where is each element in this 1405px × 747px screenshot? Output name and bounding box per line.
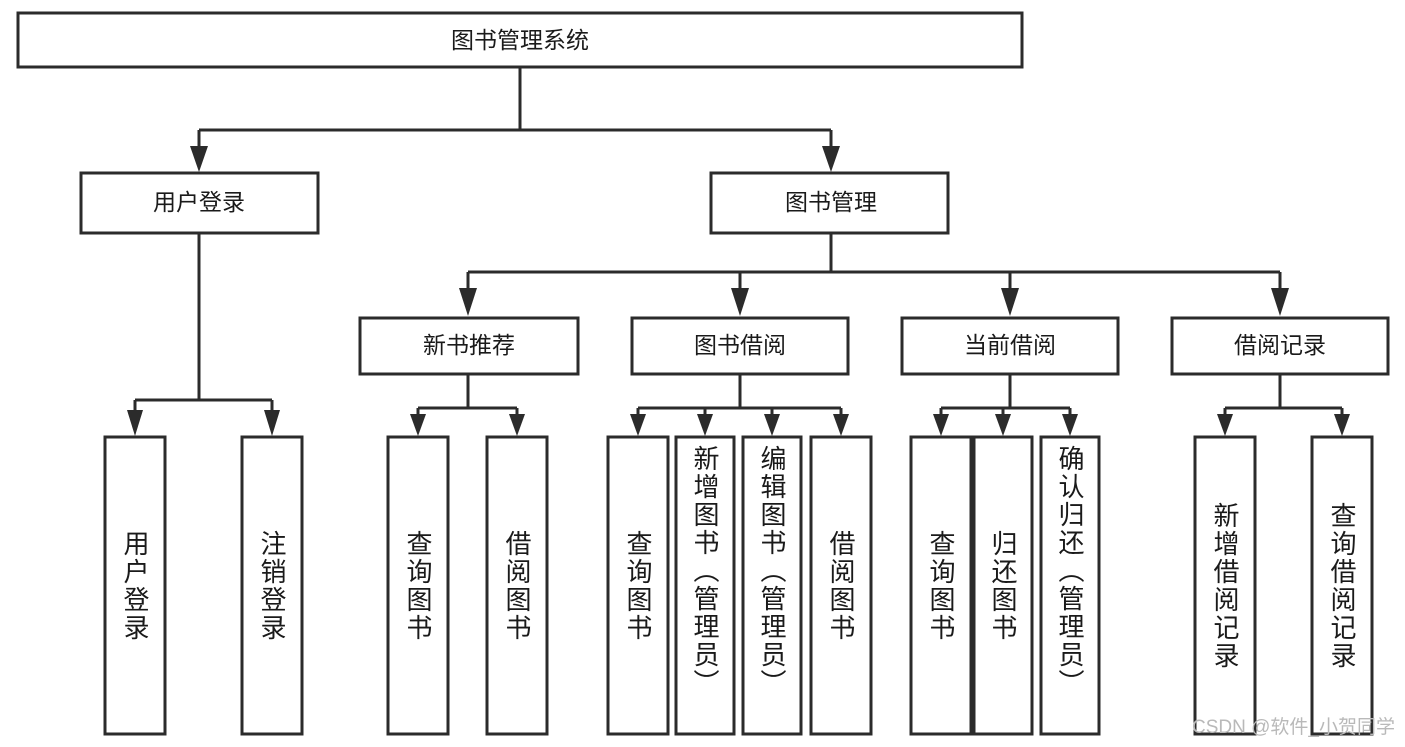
arrow-head-icon (1001, 288, 1019, 316)
arrow-head-icon (731, 288, 749, 316)
node-user-login[interactable]: 用户登录 (79, 171, 320, 235)
arrow-head-icon (1217, 414, 1233, 436)
node-leaf-query-book-1[interactable] (386, 435, 450, 736)
node-label: 借阅记录 (1234, 332, 1326, 358)
node-new-book-rec[interactable]: 新书推荐 (358, 316, 580, 376)
connector-currentborrow-to-leaves (933, 375, 1078, 436)
node-label: 图书管理系统 (451, 27, 589, 53)
node-leaf-add-book[interactable] (674, 435, 736, 736)
node-box[interactable] (741, 435, 803, 736)
node-box[interactable] (485, 435, 549, 736)
node-label: 图书管理 (785, 189, 877, 215)
arrow-head-icon (509, 414, 525, 436)
arrow-head-icon (995, 414, 1011, 436)
node-box[interactable] (900, 316, 1120, 376)
connector-borrowrecord-to-leaves (1217, 375, 1350, 436)
node-leaf-user-login[interactable] (103, 435, 167, 736)
node-leaf-edit-book[interactable] (741, 435, 803, 736)
arrow-head-icon (459, 288, 477, 316)
node-box[interactable] (1170, 316, 1390, 376)
node-leaf-query-record[interactable] (1310, 435, 1374, 736)
node-box[interactable] (709, 171, 950, 235)
connector-newbook-to-leaves (410, 375, 525, 436)
node-leaf-add-record[interactable] (1193, 435, 1257, 736)
node-box[interactable] (358, 316, 580, 376)
watermark-text: CSDN @软件_小贺同学 (1192, 717, 1395, 738)
arrow-head-icon (190, 146, 208, 172)
node-label: 图书借阅 (694, 332, 786, 358)
connector-bookmanage-to-level3 (459, 234, 1289, 316)
node-label: 用户登录 (153, 189, 245, 215)
arrow-head-icon (410, 414, 426, 436)
arrow-head-icon (764, 414, 780, 436)
node-box[interactable] (972, 435, 1034, 736)
node-current-borrow[interactable]: 当前借阅 (900, 316, 1120, 376)
node-label: 新书推荐 (423, 332, 515, 358)
node-box[interactable] (606, 435, 670, 736)
node-book-borrow[interactable]: 图书借阅 (630, 316, 850, 376)
arrow-head-icon (1271, 288, 1289, 316)
node-box[interactable] (674, 435, 736, 736)
arrow-head-icon (630, 414, 646, 436)
connector-userlogin-to-leaves (127, 234, 280, 436)
arrow-head-icon (1334, 414, 1350, 436)
connector-bookborrow-to-leaves (630, 375, 849, 436)
node-leaf-confirm-return[interactable] (1039, 435, 1101, 736)
node-leaf-borrow-book-2[interactable] (809, 435, 873, 736)
node-leaf-query-book-3[interactable] (909, 435, 973, 736)
arrow-head-icon (1062, 414, 1078, 436)
node-borrow-record[interactable]: 借阅记录 (1170, 316, 1390, 376)
arrow-head-icon (697, 414, 713, 436)
node-leaf-borrow-book-1[interactable] (485, 435, 549, 736)
node-book-manage[interactable]: 图书管理 (709, 171, 950, 235)
node-box[interactable] (630, 316, 850, 376)
node-leaf-return-book[interactable] (972, 435, 1034, 736)
arrow-head-icon (264, 410, 280, 436)
node-box[interactable] (386, 435, 450, 736)
arrow-head-icon (127, 410, 143, 436)
arrow-head-icon (933, 414, 949, 436)
node-box[interactable] (809, 435, 873, 736)
arrow-head-icon (833, 414, 849, 436)
node-box[interactable] (909, 435, 973, 736)
node-box[interactable] (1193, 435, 1257, 736)
node-box[interactable] (103, 435, 167, 736)
node-root[interactable]: 图书管理系统 (16, 11, 1024, 69)
node-box[interactable] (240, 435, 304, 736)
node-box[interactable] (1039, 435, 1101, 736)
connector-root-to-level2 (190, 67, 840, 172)
node-box[interactable] (79, 171, 320, 235)
arrow-head-icon (822, 146, 840, 172)
node-box[interactable] (16, 11, 1024, 69)
node-box[interactable] (1310, 435, 1374, 736)
node-leaf-query-book-2[interactable] (606, 435, 670, 736)
node-label: 当前借阅 (964, 332, 1056, 358)
node-leaf-logout[interactable] (240, 435, 304, 736)
